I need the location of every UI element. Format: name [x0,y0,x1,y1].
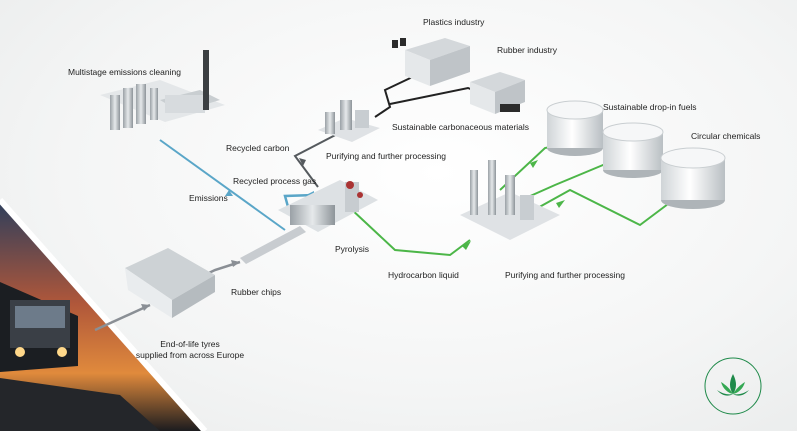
label-emissions: Emissions [189,193,228,203]
label-recycled-carbon: Recycled carbon [226,143,290,153]
truck-photo [0,198,208,431]
flow-lines [94,71,681,332]
carbon-purifying-plant [318,100,380,142]
lotus-petal-right [733,382,745,394]
label-sustainable-fuels: Sustainable drop-in fuels [603,102,697,112]
label-emissions-cleaning: Multistage emissions cleaning [68,67,181,77]
label-plastics-industry: Plastics industry [423,17,485,27]
rubber-chips-warehouse [125,248,215,318]
label-carbonaceous-materials: Sustainable carbonaceous materials [392,122,530,132]
label-circular-chemicals: Circular chemicals [691,131,761,141]
label-pyrolysis: Pyrolysis [335,244,370,254]
storage-tanks [546,100,726,209]
lotus-petal-center [730,374,736,394]
label-tyres-line2: supplied from across Europe [135,350,245,360]
emissions-cleaning-plant [100,50,225,130]
lotus-petal-left [721,382,733,394]
rubber-building [470,72,525,114]
refinery [460,160,560,240]
label-recycled-gas: Recycled process gas [233,176,317,186]
label-purifying-right: Purifying and further processing [505,270,626,280]
lotus-logo [704,357,762,415]
pyrolysis-plant [278,180,378,232]
label-rubber-chips: Rubber chips [231,287,282,297]
label-rubber-industry: Rubber industry [497,45,558,55]
lotus-petal-low-left [717,390,733,396]
label-hydrocarbon-liquid: Hydrocarbon liquid [388,270,459,280]
plastics-building [392,38,470,86]
label-tyres-line1: End-of-life tyres [160,339,220,349]
label-purifying-top: Purifying and further processing [326,151,447,161]
lotus-petal-low-right [733,390,749,396]
